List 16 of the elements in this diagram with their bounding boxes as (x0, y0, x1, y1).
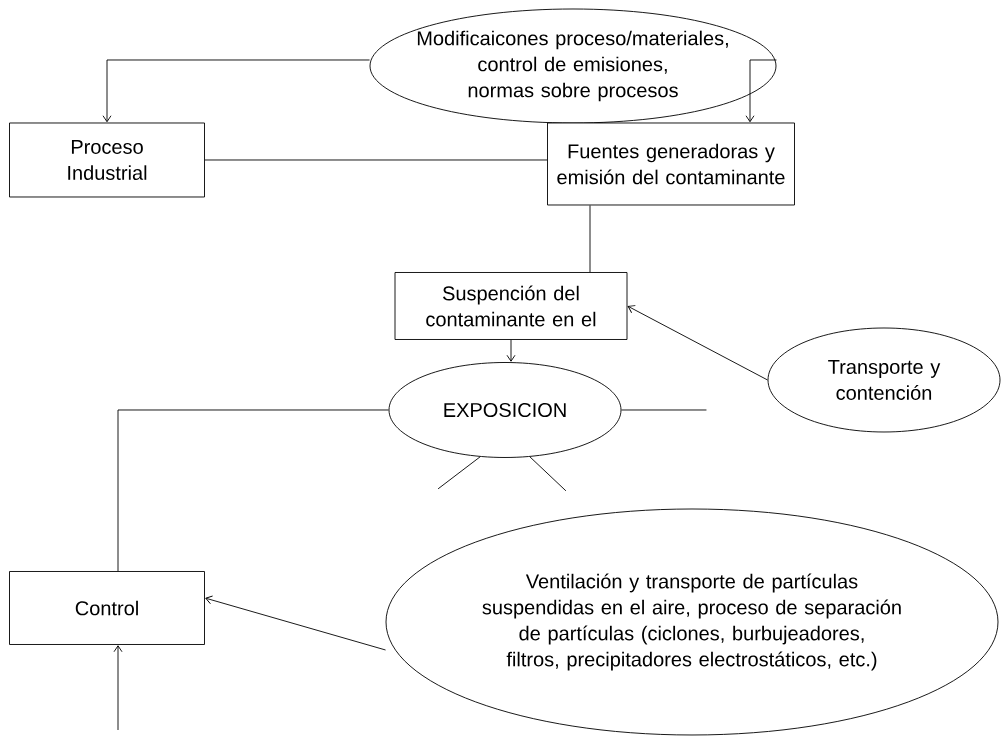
connector-line (589, 205, 591, 273)
arrow (113, 645, 123, 731)
process-box: Fuentes generadoras y emisión del contaminante (547, 122, 795, 206)
connector-line (529, 456, 567, 492)
connector-line (117, 409, 389, 572)
arrow (627, 305, 768, 381)
arrow (506, 339, 516, 362)
connector-line (437, 456, 481, 490)
connector-line (621, 409, 707, 411)
arrow (205, 595, 386, 651)
process-box: Control (9, 571, 205, 645)
arrow (102, 59, 370, 123)
connector-line (204, 159, 548, 161)
arrow (745, 59, 777, 123)
process-box: Proceso Industrial (9, 122, 205, 198)
process-box: Suspención del contaminante en el (394, 272, 628, 340)
